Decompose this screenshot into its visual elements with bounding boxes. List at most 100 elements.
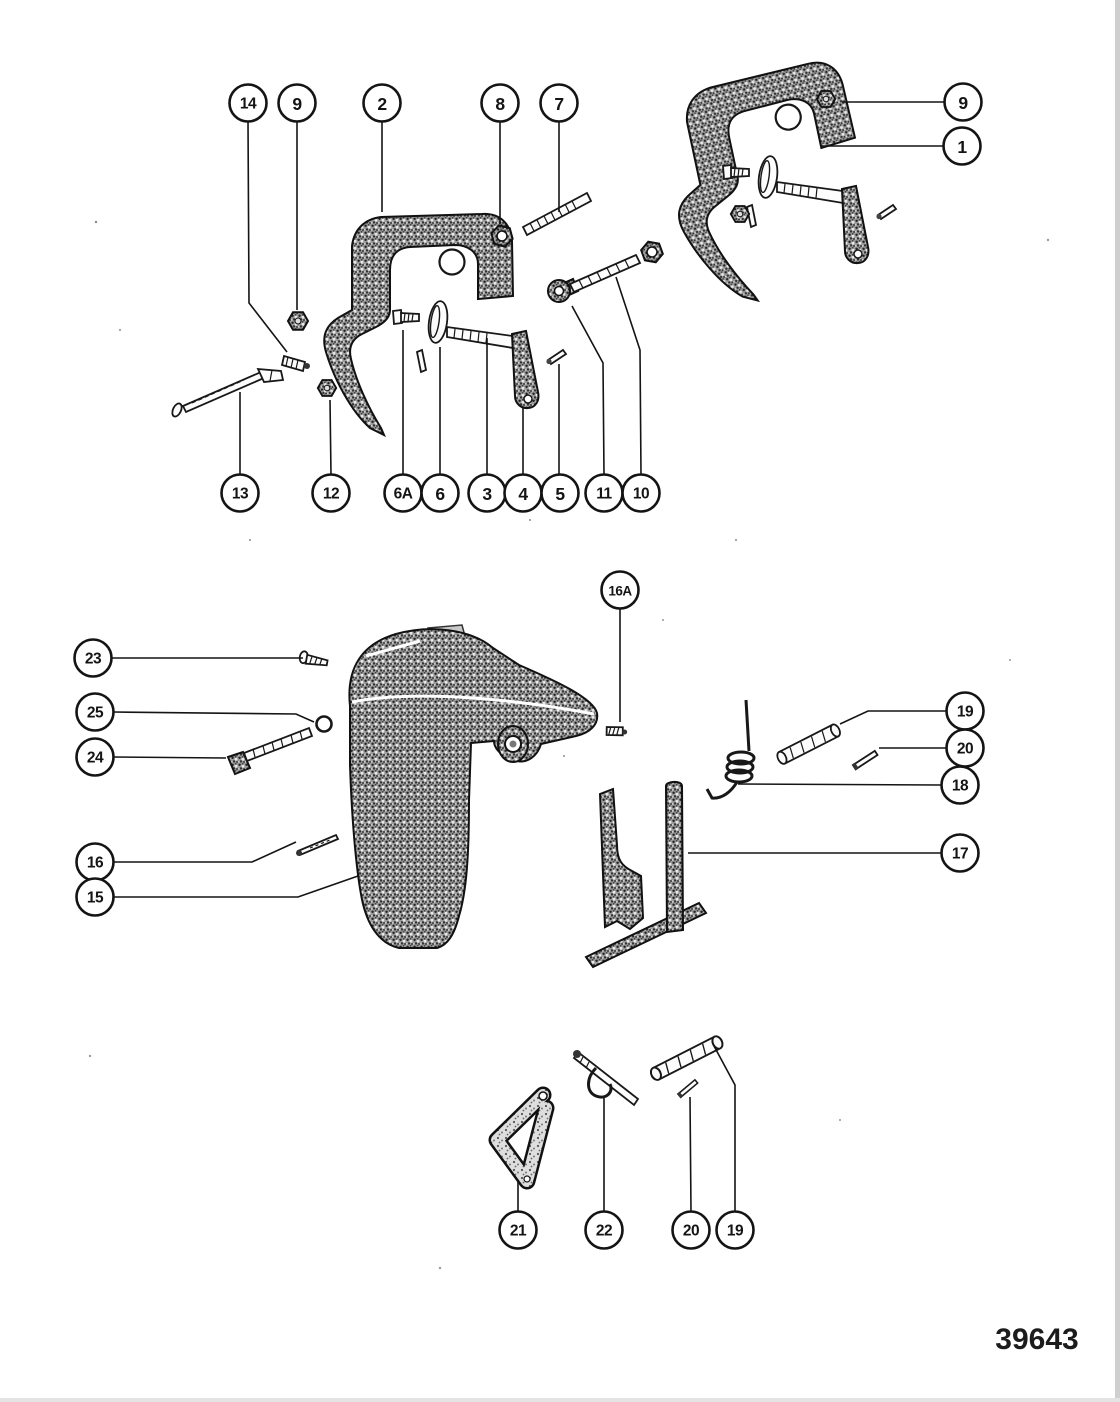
callout-number: 5 [555,484,565,504]
stud-part-7 [521,191,593,237]
callout-circle [715,1210,755,1250]
callout-leader-line [329,399,332,476]
clamp-screw-assembly-left [392,298,567,410]
locknut-part-9-right [815,90,837,108]
callout-circle [621,473,661,513]
callout-number: 24 [87,750,104,767]
callout-number: 18 [952,778,969,795]
callout-circle [73,638,113,678]
bushing-part-19-upper [774,722,843,767]
callout-number: 7 [554,94,563,114]
callout-number: 15 [87,890,104,907]
callout-number: 1 [957,137,967,157]
callout-number: 14 [240,96,257,113]
callout-number: 9 [958,93,968,113]
callout-circle [539,83,579,123]
parts-layer [171,56,897,1190]
callout-leader-line [737,783,942,786]
callout-circle [311,473,351,513]
callout-leader-line [571,305,605,476]
callout-4: 4 [503,408,543,513]
callout-leader-line [615,276,642,476]
callout-circle [584,1210,624,1250]
callout-1: 1 [820,126,982,166]
callout-leader-line [114,841,297,863]
callout-5: 5 [540,364,580,513]
callout-number: 2 [377,94,387,114]
callout-number: 10 [633,486,649,503]
callout-circle [75,877,115,917]
callout-3: 3 [467,338,507,513]
fitting-part-14 [280,354,310,373]
callout-leader-line [713,1045,736,1212]
callout-number: 13 [232,486,249,503]
callout-number: 19 [957,704,974,721]
callout-circle [362,83,402,123]
callout-circle [940,765,980,805]
rod-part-13 [171,367,285,418]
callout-circle [75,692,115,732]
pin-part-20-upper [850,749,879,772]
callout-circle [671,1210,711,1250]
callout-circle [75,737,115,777]
callout-circle [943,82,983,122]
callout-23: 23 [73,638,303,678]
anchor-bracket-part-21 [488,1086,555,1190]
callout-number: 25 [87,705,104,722]
clamp-bracket-part-2 [323,212,515,437]
callout-circle [540,473,580,513]
callout-7: 7 [539,83,579,212]
lock-plate-assembly-part-17 [584,780,708,969]
callout-number: 17 [952,846,968,863]
callout-2: 2 [362,83,402,212]
callout-circle [220,473,260,513]
callout-number: 16A [608,584,632,599]
locknut-part-9-left [287,311,309,331]
callout-number: 22 [596,1223,612,1240]
callout-14: 14 [228,83,288,353]
callout-22: 22 [584,1097,624,1250]
clevis-pin-part-22 [572,1050,640,1107]
callout-number: 8 [495,94,505,114]
stud-part-10 [562,253,642,297]
callout-number: 3 [482,484,492,504]
bolt-part-24 [226,726,314,776]
callout-9-top-left: 9 [277,83,317,310]
callout-leader-line [113,711,315,723]
callout-19-bottom: 19 [713,1045,755,1250]
bushing-part-19-lower [647,1033,726,1083]
callout-number: 4 [518,484,528,504]
oring-part-25 [315,715,333,733]
callout-20-bottom: 20 [671,1096,711,1250]
stud-part-16a [605,726,628,737]
callout-25: 25 [75,692,315,732]
callout-circle [277,83,317,123]
callout-6A: 6A [383,330,423,513]
callout-24: 24 [75,737,227,777]
callout-leader-line [839,710,946,725]
callout-circle [228,83,268,123]
callout-10: 10 [615,276,661,513]
callout-13: 13 [220,392,260,513]
callout-circle [600,570,640,610]
callout-circle [940,833,980,873]
callout-12: 12 [311,399,351,513]
callout-21: 21 [498,1180,538,1250]
callout-8: 8 [480,83,520,224]
callout-9-top-right: 9 [842,82,983,122]
callout-circle [480,83,520,123]
callout-number: 16 [87,855,104,872]
callout-number: 12 [323,486,339,503]
callout-leader-line [114,875,359,898]
washer-part-11 [547,279,571,303]
clamp-screw-assembly-right [722,153,897,265]
nut-right-assembly [729,205,751,223]
pin-part-16 [296,833,340,857]
callout-leader-line [247,120,288,353]
callout-11: 11 [571,305,624,513]
spring-part-18 [705,699,756,800]
nut-part-12 [316,379,338,397]
